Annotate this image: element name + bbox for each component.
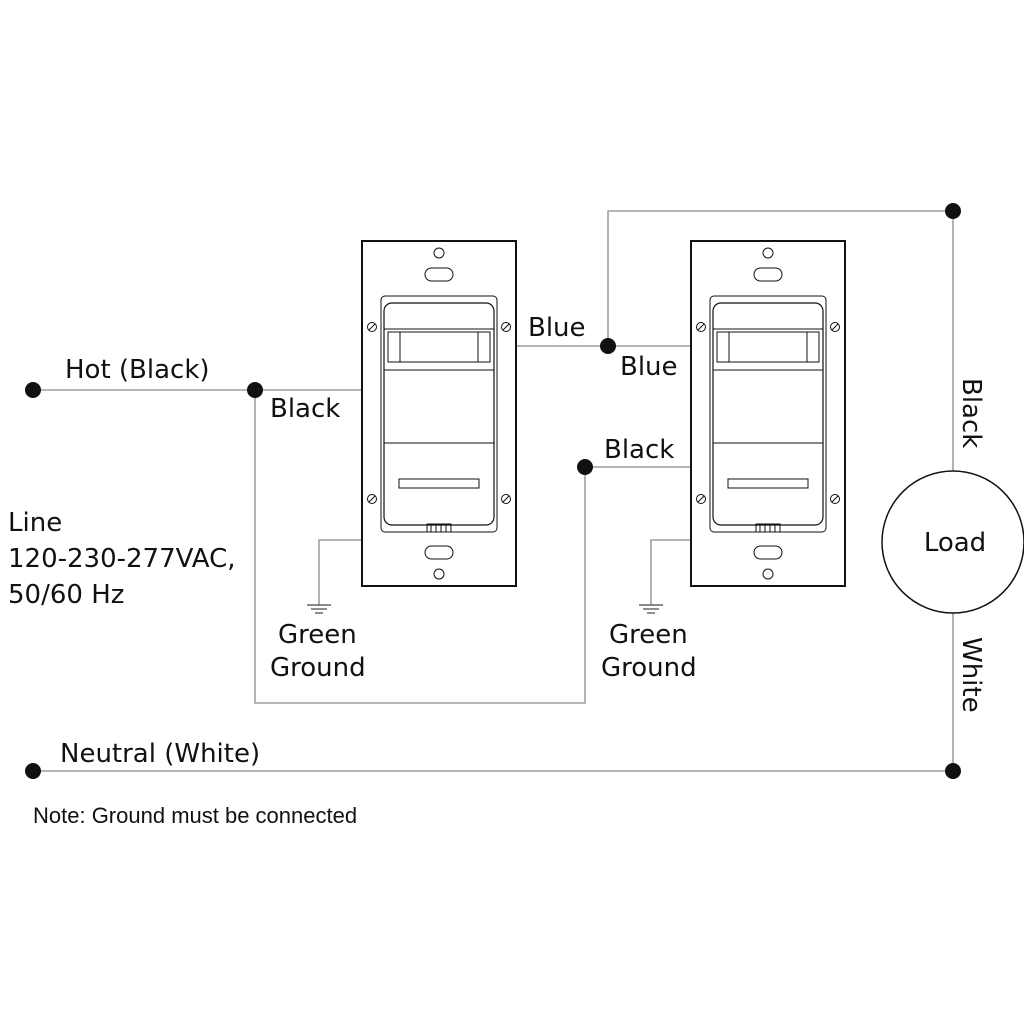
junction-dot [945, 203, 961, 219]
occupancy-sensor-switch-left [361, 240, 517, 587]
ground-wire-right [650, 539, 691, 605]
junction-dot [247, 382, 263, 398]
ground-wire-left [318, 539, 362, 605]
junctions [25, 203, 961, 779]
ground-symbol-icon [307, 604, 331, 614]
line-label-2: 120-230-277VAC, [8, 544, 236, 574]
wires [33, 210, 954, 772]
junction-dot [25, 382, 41, 398]
black-label-left: Black [270, 394, 340, 424]
green-label-left: Green [278, 620, 357, 650]
load-label: Load [924, 528, 986, 558]
black-label-right: Black [956, 378, 986, 448]
junction-dot [577, 459, 593, 475]
labels: Hot (Black) Black Line 120-230-277VAC, 5… [8, 313, 986, 828]
white-label-right: White [956, 637, 986, 713]
green-label-right: Green [609, 620, 688, 650]
neutral-label: Neutral (White) [60, 739, 260, 769]
junction-dot [25, 763, 41, 779]
blue-to-load-wire [607, 210, 954, 471]
line-label-3: 50/60 Hz [8, 580, 124, 610]
ground-label-right: Ground [601, 653, 697, 683]
hot-branch-wire [254, 390, 691, 704]
hot-label: Hot (Black) [65, 355, 210, 385]
load-circle [881, 470, 1024, 614]
line-label-1: Line [8, 508, 62, 538]
black-label-mid: Black [604, 435, 674, 465]
ground-label-left: Ground [270, 653, 366, 683]
note-text: Note: Ground must be connected [33, 803, 357, 828]
blue-label-bottom: Blue [620, 352, 678, 382]
junction-dot [945, 763, 961, 779]
occupancy-sensor-switch-right [690, 240, 846, 587]
blue-label-top: Blue [528, 313, 586, 343]
ground-symbol-icon [639, 604, 663, 614]
junction-dot [600, 338, 616, 354]
